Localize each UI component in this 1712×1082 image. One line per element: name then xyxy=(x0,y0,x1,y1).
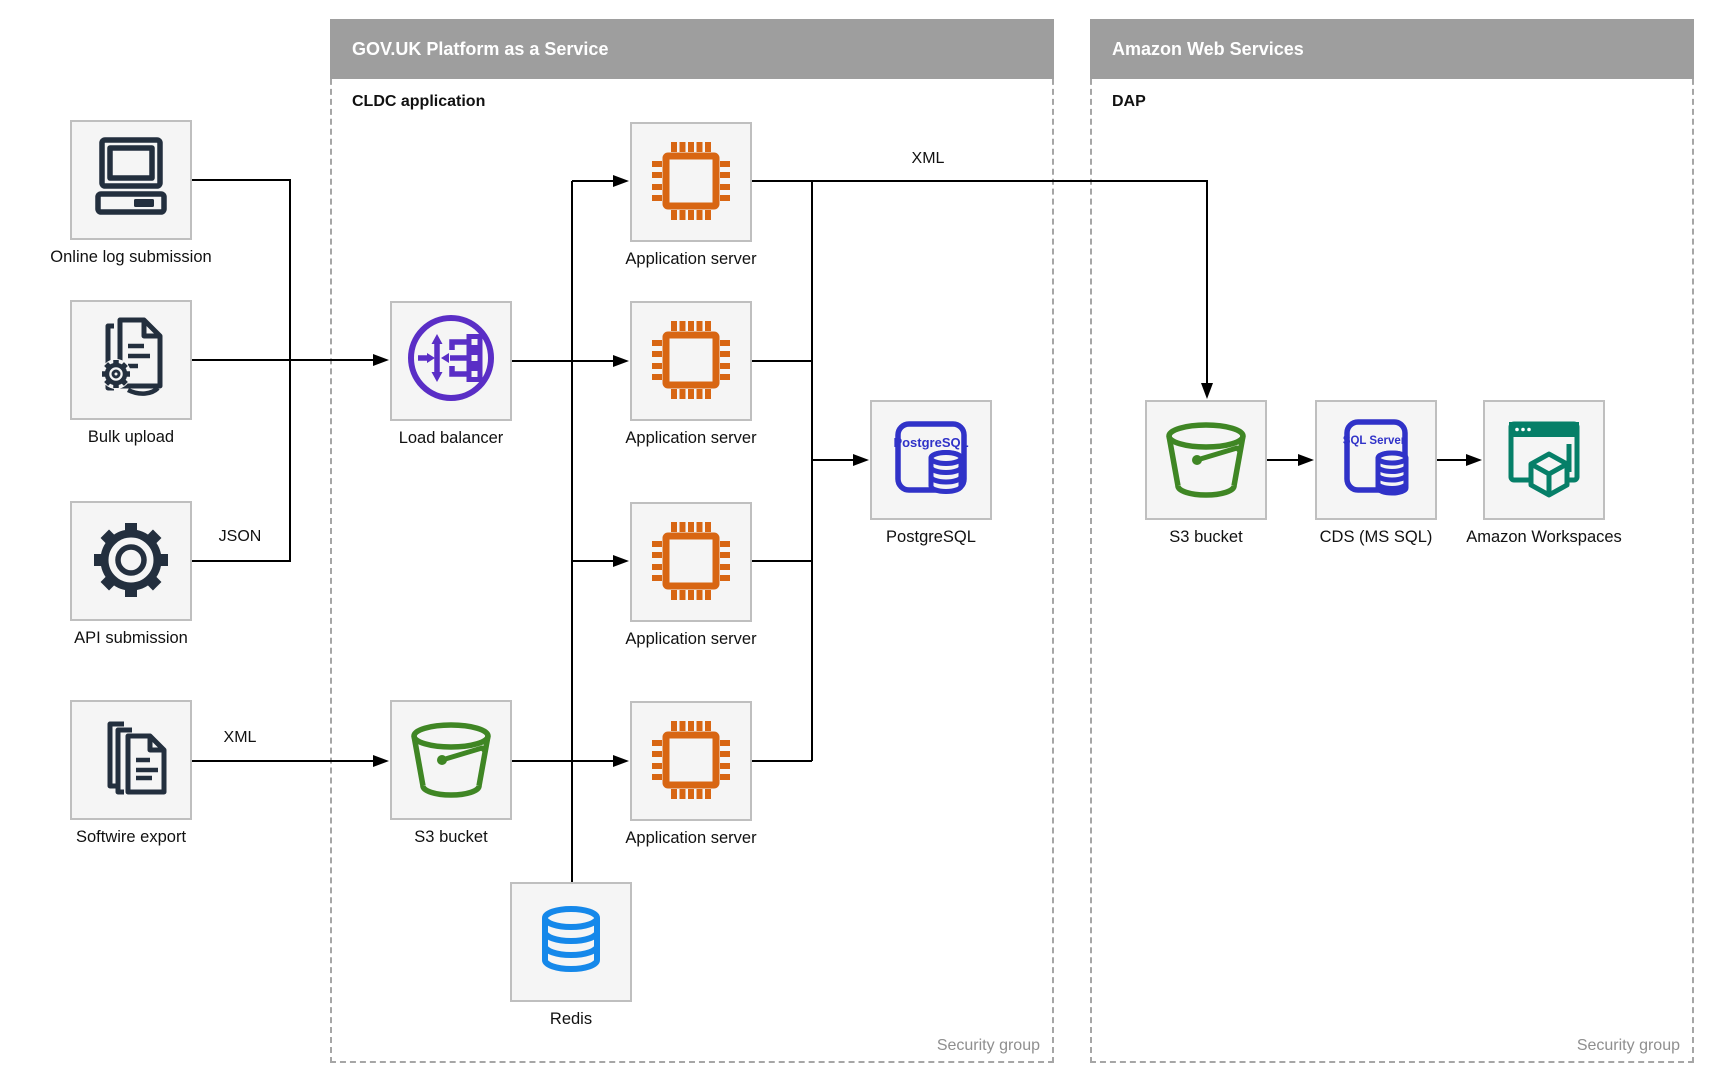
govuk-paas-container: GOV.UK Platform as a Service CLDC applic… xyxy=(330,19,1054,1063)
edge-app-outputs-collector xyxy=(752,180,813,762)
workspaces-icon xyxy=(1508,421,1580,498)
node-label: PostgreSQL xyxy=(886,528,976,546)
s3-bucket-box xyxy=(390,700,512,820)
workspaces-box xyxy=(1483,400,1605,520)
node-label: S3 bucket xyxy=(1169,528,1243,546)
node-application-server-3: Application server xyxy=(625,502,757,648)
s3-bucket-icon xyxy=(1166,422,1246,498)
s3-bucket-icon xyxy=(411,722,491,798)
bulk-upload-box xyxy=(70,300,192,420)
edge-softwire-to-s3 xyxy=(192,755,389,767)
node-label: Bulk upload xyxy=(87,428,175,446)
node-load-balancer: Load balancer xyxy=(390,301,512,447)
postgresql-icon-text: PostgreSQL xyxy=(893,435,968,450)
node-label: Application server xyxy=(625,429,757,447)
edge-label-json: JSON xyxy=(218,528,262,545)
node-cds-ms-sql: SQL Server CDS (MS SQL) xyxy=(1315,400,1437,546)
node-label: S3 bucket xyxy=(414,828,488,846)
node-amazon-workspaces: Amazon Workspaces xyxy=(1466,400,1622,546)
cpu-chip-icon xyxy=(652,142,730,220)
node-bulk-upload: Bulk upload xyxy=(70,300,192,446)
cpu-chip-icon xyxy=(652,721,730,799)
edge-collector-to-postgresql xyxy=(812,454,869,466)
cpu-chip-icon xyxy=(652,321,730,399)
api-submission-box xyxy=(70,501,192,621)
edge-load-balancer-to-app2 xyxy=(512,355,629,367)
node-postgresql: PostgreSQL PostgreSQL xyxy=(870,400,992,546)
application-server-box xyxy=(630,502,752,622)
online-log-box xyxy=(70,120,192,240)
node-redis: Redis xyxy=(510,882,632,1028)
node-label: Online log submission xyxy=(50,248,212,266)
application-server-box xyxy=(630,701,752,821)
node-label: Amazon Workspaces xyxy=(1466,528,1622,546)
softwire-export-box xyxy=(70,700,192,820)
sql-server-icon-text: SQL Server xyxy=(1343,435,1406,447)
postgresql-box: PostgreSQL xyxy=(870,400,992,520)
edge-s3-to-cds xyxy=(1267,454,1314,466)
node-s3-bucket-dap: S3 bucket xyxy=(1145,400,1267,546)
node-label: CDS (MS SQL) xyxy=(1319,528,1433,546)
node-softwire-export: Softwire export xyxy=(70,700,192,846)
edge-online-log-to-merge xyxy=(192,179,291,360)
node-application-server-2: Application server xyxy=(625,301,757,447)
edge-api-submission-to-merge xyxy=(192,360,291,562)
edge-trunk-to-app1 xyxy=(572,175,629,187)
node-label: Redis xyxy=(549,1010,593,1028)
postgresql-icon: PostgreSQL xyxy=(893,421,969,494)
dap-label: DAP xyxy=(1112,93,1146,110)
edge-xml-to-aws-s3 xyxy=(812,180,1213,399)
security-group-label-paas: Security group xyxy=(936,1037,1040,1054)
application-server-box xyxy=(630,301,752,421)
edge-s3-to-app4 xyxy=(512,755,629,767)
edge-label-xml-left: XML xyxy=(223,729,257,746)
documents-gear-icon xyxy=(101,317,163,396)
node-label: Application server xyxy=(625,250,757,268)
node-label: API submission xyxy=(74,629,188,647)
load-balancer-box xyxy=(390,301,512,421)
redis-database-icon xyxy=(542,906,600,972)
node-application-server-1: Application server xyxy=(625,122,757,268)
node-s3-bucket-paas: S3 bucket xyxy=(390,700,512,846)
node-label: Softwire export xyxy=(75,828,187,846)
load-balancer-icon xyxy=(408,315,494,401)
edge-trunk-to-app3 xyxy=(572,555,629,567)
redis-box xyxy=(510,882,632,1002)
node-online-log-submission: Online log submission xyxy=(50,120,212,266)
edge-cds-to-workspaces xyxy=(1437,454,1482,466)
application-server-box xyxy=(630,122,752,242)
node-label: Application server xyxy=(625,829,757,847)
node-label: Load balancer xyxy=(398,429,504,447)
cpu-chip-icon xyxy=(652,522,730,600)
node-application-server-4: Application server xyxy=(625,701,757,847)
aws-header: Amazon Web Services xyxy=(1090,19,1694,79)
govuk-paas-header: GOV.UK Platform as a Service xyxy=(330,19,1054,79)
security-group-label-aws: Security group xyxy=(1576,1037,1680,1054)
edge-bulk-upload-to-load-balancer xyxy=(192,354,389,366)
cds-box: SQL Server xyxy=(1315,400,1437,520)
gear-icon xyxy=(94,523,168,597)
node-api-submission: API submission xyxy=(70,501,192,647)
computer-icon xyxy=(95,137,167,215)
aws-container: Amazon Web Services DAP Security group xyxy=(1090,19,1694,1063)
node-label: Application server xyxy=(625,630,757,648)
documents-icon xyxy=(107,721,167,795)
cldc-application-label: CLDC application xyxy=(352,93,486,110)
sql-server-database-icon: SQL Server xyxy=(1343,419,1409,496)
edge-label-xml-top: XML xyxy=(911,150,945,167)
s3-bucket-box xyxy=(1145,400,1267,520)
